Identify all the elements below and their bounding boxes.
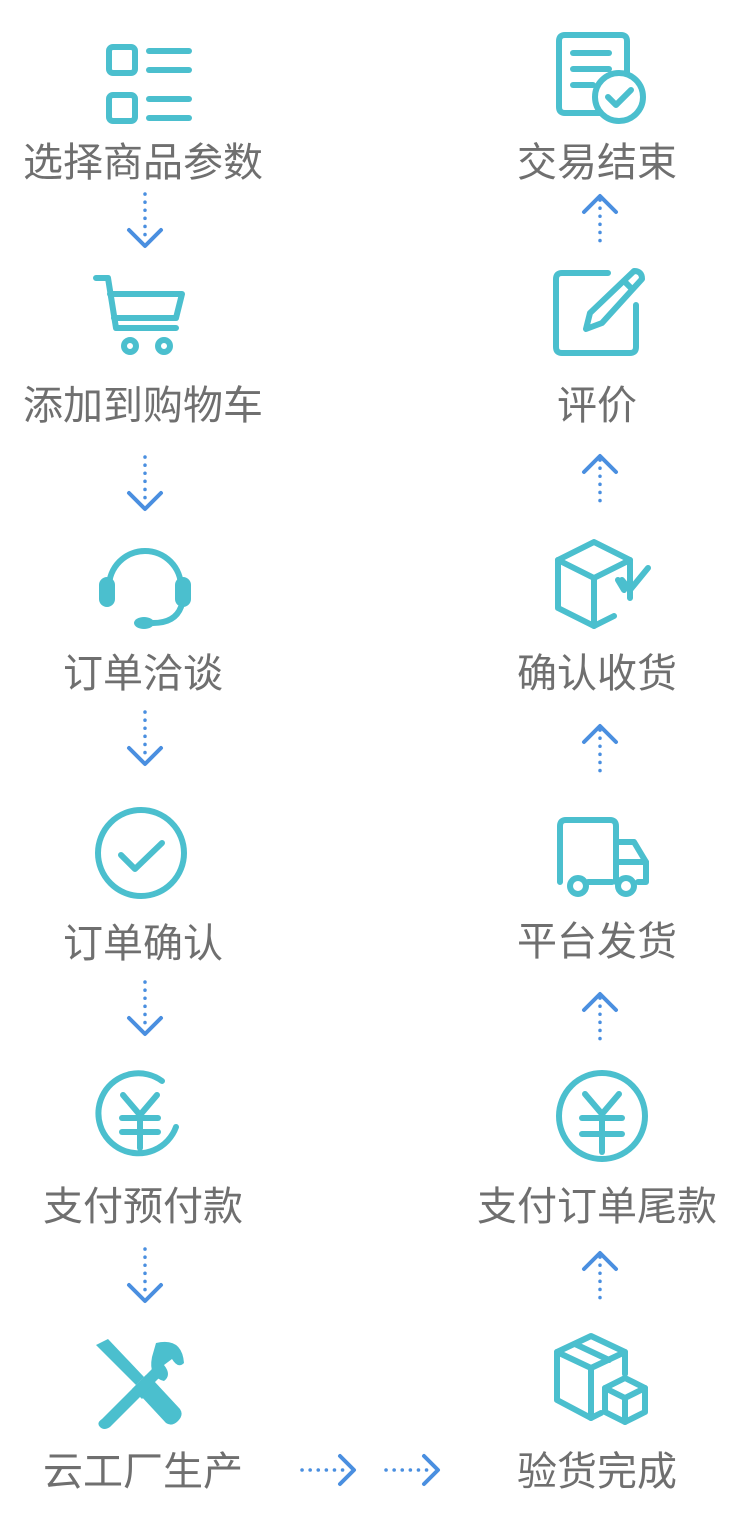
check-circle-icon <box>95 807 187 899</box>
right-arrow <box>384 1454 440 1486</box>
up-arrow <box>582 194 618 250</box>
yen-circle-icon <box>95 1070 179 1157</box>
step-label: 云工厂生产 <box>43 1449 243 1495</box>
step-label: 订单洽谈 <box>63 651 223 697</box>
document-check-icon <box>556 32 646 124</box>
up-arrow <box>582 724 618 780</box>
step-label: 支付预付款 <box>43 1184 243 1230</box>
step-label: 选择商品参数 <box>23 140 263 186</box>
right-arrow <box>300 1454 356 1486</box>
step-label: 交易结束 <box>517 140 677 186</box>
list-icon <box>106 44 192 124</box>
tools-icon <box>96 1339 184 1429</box>
down-arrow <box>127 455 163 511</box>
up-arrow <box>582 992 618 1048</box>
step-label: 平台发货 <box>517 919 677 965</box>
down-arrow <box>127 980 163 1036</box>
down-arrow <box>127 710 163 766</box>
down-arrow <box>127 1247 163 1303</box>
step-label: 添加到购物车 <box>23 383 263 429</box>
shopping-cart-icon <box>93 275 185 355</box>
truck-icon <box>557 817 649 897</box>
headset-icon <box>99 548 191 629</box>
step-label: 支付订单尾款 <box>477 1184 717 1230</box>
step-label: 订单确认 <box>63 921 223 967</box>
step-label: 评价 <box>557 383 637 429</box>
boxes-icon <box>554 1333 648 1425</box>
up-arrow <box>582 454 618 510</box>
step-label: 验货完成 <box>517 1449 677 1495</box>
edit-icon <box>553 268 645 356</box>
box-check-icon <box>555 539 651 629</box>
up-arrow <box>582 1251 618 1307</box>
yen-circle-icon <box>556 1070 648 1162</box>
step-label: 确认收货 <box>517 651 677 697</box>
down-arrow <box>127 192 163 248</box>
